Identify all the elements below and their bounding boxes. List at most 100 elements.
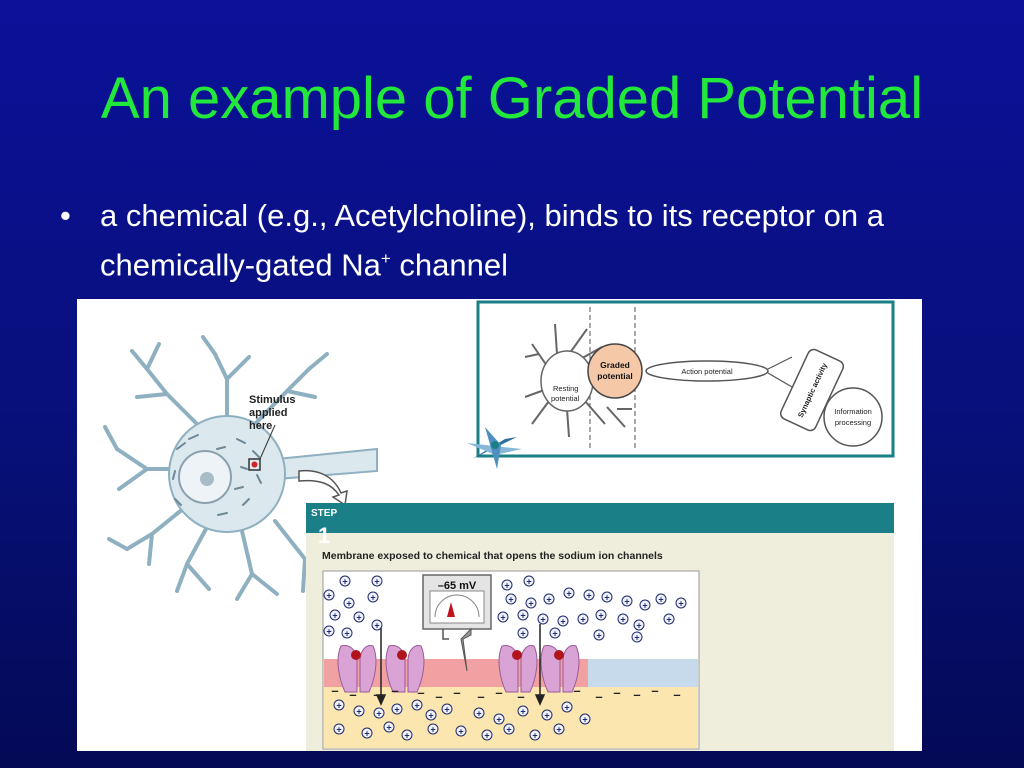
sodium-ion: + [383, 721, 395, 733]
negative-charge: – [613, 685, 620, 700]
negative-charge: – [373, 687, 380, 702]
sodium-ion: + [505, 593, 517, 605]
sodium-ion: + [517, 627, 529, 639]
bullet-superscript: + [380, 249, 391, 268]
svg-text:+: + [506, 725, 511, 735]
meter-reading: –65 mV [438, 580, 477, 592]
svg-text:+: + [528, 599, 533, 609]
svg-text:+: + [430, 725, 435, 735]
svg-text:+: + [428, 711, 433, 721]
svg-text:+: + [582, 715, 587, 725]
flow-chart-panel: Resting potential Graded potential Actio… [467, 300, 895, 469]
svg-text:+: + [374, 621, 379, 631]
sodium-ion: + [361, 727, 373, 739]
sodium-ion: + [563, 587, 575, 599]
svg-text:+: + [476, 709, 481, 719]
svg-text:+: + [386, 723, 391, 733]
sodium-ion: + [501, 579, 513, 591]
svg-text:+: + [508, 595, 513, 605]
negative-charge: – [495, 685, 502, 700]
figure-svg: Stimulus applied here Resting potential … [103, 300, 895, 751]
sodium-ion: + [493, 713, 505, 725]
svg-text:+: + [678, 599, 683, 609]
stimulus-leader-line [259, 424, 276, 460]
bullet-dot: • [60, 198, 71, 233]
svg-text:+: + [444, 705, 449, 715]
sodium-ion: + [583, 589, 595, 601]
resting-label-1: Resting [553, 384, 578, 393]
stimulus-label-2: applied [249, 407, 288, 419]
svg-text:+: + [556, 725, 561, 735]
sodium-ion: + [425, 709, 437, 721]
sodium-ion: + [441, 703, 453, 715]
svg-text:+: + [326, 627, 331, 637]
svg-text:+: + [376, 709, 381, 719]
negative-charge: – [331, 683, 338, 698]
sodium-ion: + [541, 709, 553, 721]
svg-text:+: + [394, 705, 399, 715]
sodium-ion: + [639, 599, 651, 611]
sodium-ion: + [553, 723, 565, 735]
information-label-1: Information [834, 407, 872, 416]
svg-text:+: + [374, 577, 379, 587]
sodium-ion: + [481, 729, 493, 741]
svg-text:+: + [496, 715, 501, 725]
sodium-ion: + [543, 593, 555, 605]
sodium-ion: + [401, 729, 413, 741]
svg-text:+: + [326, 591, 331, 601]
svg-text:+: + [552, 629, 557, 639]
svg-text:+: + [666, 615, 671, 625]
sodium-ion: + [655, 593, 667, 605]
svg-text:+: + [336, 701, 341, 711]
slide-title: An example of Graded Potential [100, 66, 924, 131]
negative-charge: – [573, 683, 580, 698]
svg-text:+: + [546, 595, 551, 605]
svg-text:+: + [356, 613, 361, 623]
voltmeter: –65 mV [422, 574, 492, 672]
svg-text:+: + [586, 591, 591, 601]
svg-text:+: + [544, 711, 549, 721]
negative-charge: – [391, 683, 398, 698]
sodium-ion: + [497, 611, 509, 623]
sodium-ion: + [537, 613, 549, 625]
svg-text:+: + [596, 631, 601, 641]
sodium-ion: + [341, 627, 353, 639]
svg-text:+: + [620, 615, 625, 625]
sodium-ion: + [675, 597, 687, 609]
svg-text:+: + [566, 589, 571, 599]
sodium-ion: + [503, 723, 515, 735]
svg-text:+: + [370, 593, 375, 603]
svg-text:+: + [344, 629, 349, 639]
sodium-ion: + [367, 591, 379, 603]
sodium-ion: + [633, 619, 645, 631]
sodium-ion: + [373, 707, 385, 719]
svg-text:+: + [356, 707, 361, 717]
svg-text:+: + [580, 615, 585, 625]
figure-panel: Stimulus applied here Resting potential … [77, 299, 922, 751]
svg-text:+: + [526, 577, 531, 587]
sodium-ion: + [595, 609, 607, 621]
svg-text:+: + [336, 725, 341, 735]
negative-charge: – [595, 689, 602, 704]
sodium-ion: + [517, 609, 529, 621]
negative-charge: – [673, 687, 680, 702]
action-potential-label: Action potential [681, 367, 733, 376]
sodium-ion: + [353, 705, 365, 717]
sodium-ion: + [343, 597, 355, 609]
sodium-ion: + [353, 611, 365, 623]
svg-text:+: + [332, 611, 337, 621]
negative-charge: – [517, 689, 524, 704]
sodium-ion: + [333, 699, 345, 711]
compass-icon [467, 427, 522, 469]
svg-text:+: + [520, 611, 525, 621]
svg-text:+: + [342, 577, 347, 587]
sodium-ion: + [411, 699, 423, 711]
svg-text:+: + [414, 701, 419, 711]
sodium-ion: + [517, 705, 529, 717]
bullet-text-main: a chemical (e.g., Acetylcholine), binds … [100, 198, 885, 283]
svg-text:+: + [604, 593, 609, 603]
graded-label-2: potential [597, 371, 632, 381]
svg-text:+: + [634, 633, 639, 643]
stimulus-label-3: here [249, 420, 272, 432]
bullet-text-end: channel [390, 247, 509, 283]
